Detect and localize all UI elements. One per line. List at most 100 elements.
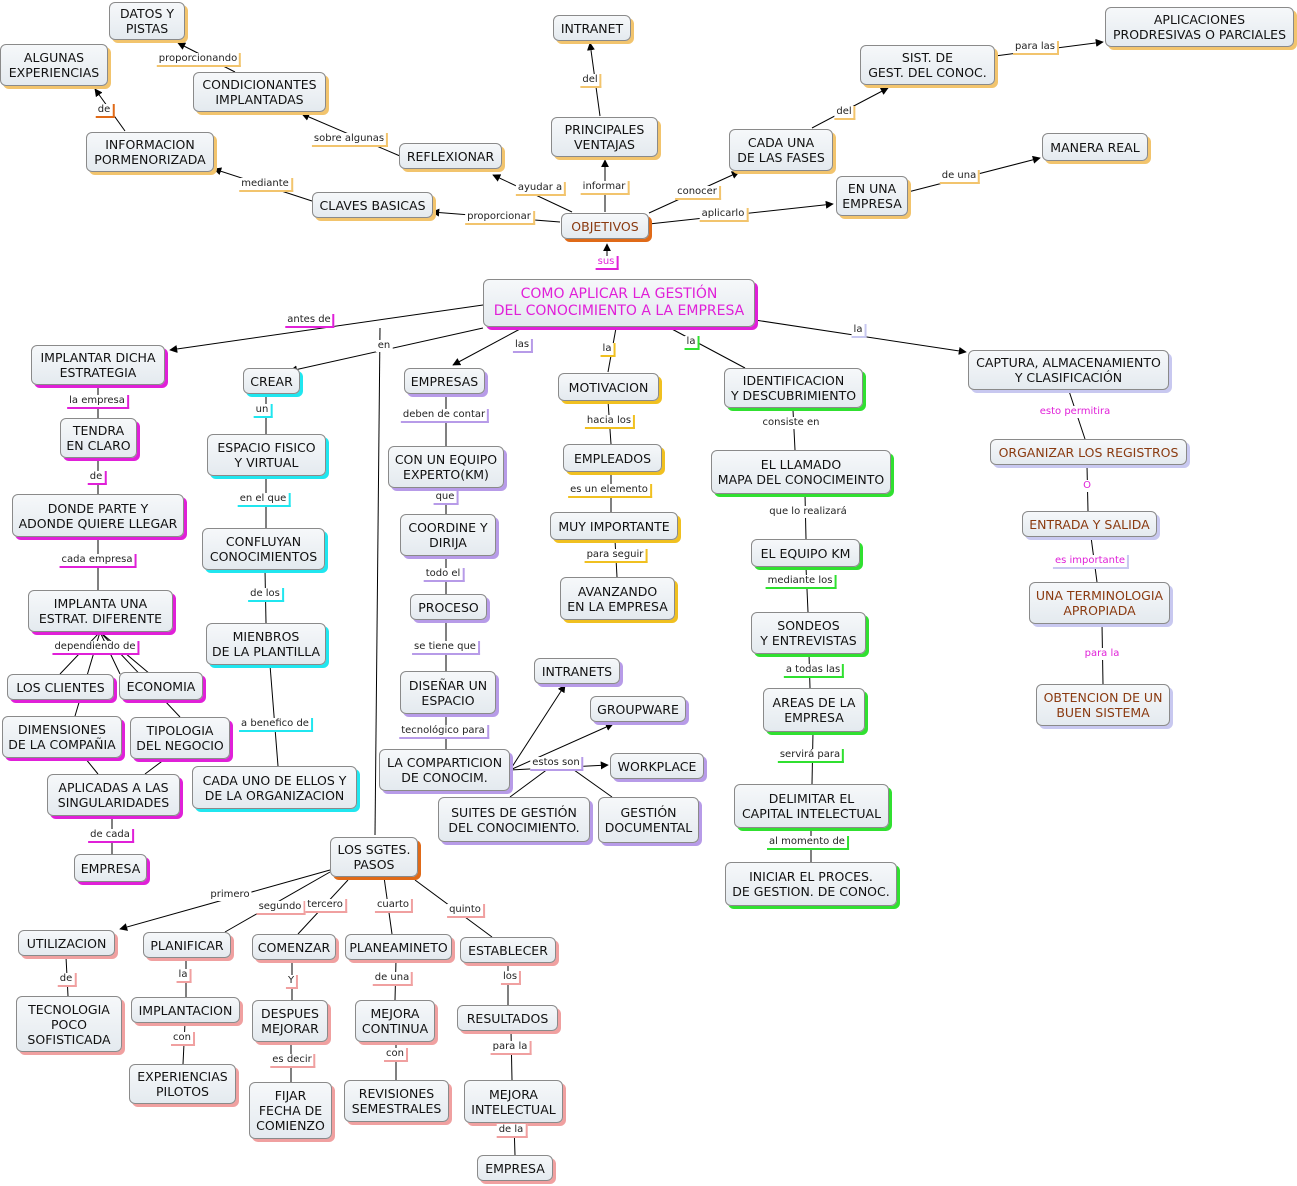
link-label: de la bbox=[496, 1124, 528, 1138]
connector-line bbox=[805, 566, 809, 613]
connector-line bbox=[669, 327, 746, 369]
concept-node[interactable]: INFORMACION PORMENORIZADA bbox=[86, 132, 214, 172]
concept-node[interactable]: EMPRESA bbox=[477, 1155, 553, 1181]
concept-node[interactable]: EMPRESA bbox=[74, 854, 147, 882]
link-label: a benefico de bbox=[239, 718, 313, 732]
concept-node[interactable]: INICIAR EL PROCES. DE GESTION. DE CONOC. bbox=[725, 862, 897, 906]
concept-node[interactable]: CADA UNA DE LAS FASES bbox=[729, 129, 833, 171]
concept-node[interactable]: REFLEXIONAR bbox=[399, 143, 502, 169]
link-label: aplicarlo bbox=[699, 208, 749, 222]
concept-node[interactable]: IMPLANTAR DICHA ESTRATEGIA bbox=[31, 345, 165, 385]
concept-node[interactable]: APLICADAS A LAS SINGULARIDADES bbox=[47, 774, 180, 816]
link-label: de bbox=[95, 104, 115, 118]
concept-node[interactable]: COMENZAR bbox=[252, 934, 336, 960]
concept-node[interactable]: CON UN EQUIPO EXPERTO(KM) bbox=[388, 446, 504, 488]
concept-node[interactable]: ALGUNAS EXPERIENCIAS bbox=[0, 44, 108, 86]
concept-node[interactable]: DATOS Y PISTAS bbox=[109, 2, 185, 40]
concept-node[interactable]: RESULTADOS bbox=[457, 1005, 558, 1031]
connector-line bbox=[452, 328, 521, 366]
concept-node[interactable]: PLANIFICAR bbox=[143, 932, 231, 958]
concept-node[interactable]: MANERA REAL bbox=[1042, 133, 1148, 161]
concept-node[interactable]: MUY IMPORTANTE bbox=[550, 512, 678, 540]
concept-node[interactable]: MEJORA CONTINUA bbox=[355, 1000, 435, 1042]
concept-node[interactable]: TENDRA EN CLARO bbox=[60, 418, 137, 458]
link-label: estos son bbox=[530, 757, 584, 771]
concept-node[interactable]: CADA UNO DE ELLOS Y DE LA ORGANIZACION bbox=[192, 766, 357, 809]
link-label: del bbox=[834, 106, 856, 120]
concept-node[interactable]: COMO APLICAR LA GESTIÓN DEL CONOCIMIENTO… bbox=[483, 279, 755, 327]
concept-node[interactable]: LOS CLIENTES bbox=[7, 674, 114, 700]
link-label: la bbox=[600, 343, 616, 357]
concept-node[interactable]: IMPLANTACION bbox=[131, 997, 240, 1023]
concept-node[interactable]: DISEÑAR UN ESPACIO bbox=[400, 671, 496, 714]
concept-node[interactable]: SUITES DE GESTIÓN DEL CONOCIMIENTO. bbox=[438, 797, 590, 842]
concept-node[interactable]: DONDE PARTE Y ADONDE QUIERE LLEGAR bbox=[12, 494, 184, 537]
concept-node[interactable]: IDENTIFICACION Y DESCUBRIMIENTO bbox=[724, 368, 863, 408]
concept-node[interactable]: ESTABLECER bbox=[460, 937, 556, 963]
link-label: segundo bbox=[256, 901, 306, 915]
link-label: de una bbox=[939, 170, 981, 184]
concept-node[interactable]: PLANEAMINETO bbox=[345, 934, 452, 960]
link-label: ayudar a bbox=[515, 182, 567, 196]
concept-node[interactable]: EL LLAMADO MAPA DEL CONOCIMEINTO bbox=[711, 450, 891, 494]
connector-line bbox=[144, 758, 166, 775]
concept-node[interactable]: IMPLANTA UNA ESTRAT. DIFERENTE bbox=[28, 590, 173, 632]
concept-node[interactable]: ENTRADA Y SALIDA bbox=[1022, 511, 1157, 537]
concept-node[interactable]: AVANZANDO EN LA EMPRESA bbox=[560, 577, 675, 620]
concept-node[interactable]: MIENBROS DE LA PLANTILLA bbox=[206, 623, 326, 665]
concept-node[interactable]: OBTENCION DE UN BUEN SISTEMA bbox=[1036, 684, 1170, 726]
concept-node[interactable]: GROUPWARE bbox=[590, 696, 686, 722]
link-label: de una bbox=[372, 972, 414, 986]
concept-node[interactable]: ORGANIZAR LOS REGISTROS bbox=[990, 439, 1187, 465]
concept-node[interactable]: INTRANETS bbox=[534, 658, 620, 684]
link-label: consiste en bbox=[760, 417, 822, 429]
concept-node[interactable]: CONFLUYAN CONOCIMIENTOS bbox=[202, 528, 325, 570]
concept-node[interactable]: EMPRESAS bbox=[404, 368, 485, 394]
link-label: sobre algunas bbox=[311, 133, 389, 147]
concept-node[interactable]: UTILIZACION bbox=[18, 930, 115, 956]
concept-node[interactable]: MEJORA INTELECTUAL bbox=[464, 1080, 563, 1123]
link-label: informar bbox=[580, 181, 630, 195]
concept-node[interactable]: APLICACIONES PRODRESIVAS O PARCIALES bbox=[1105, 7, 1294, 47]
concept-node[interactable]: FIJAR FECHA DE COMIENZO bbox=[249, 1082, 332, 1139]
connector-line bbox=[509, 723, 614, 771]
link-label: cada empresa bbox=[59, 554, 137, 568]
concept-node[interactable]: ESPACIO FISICO Y VIRTUAL bbox=[207, 434, 326, 476]
connector-line bbox=[509, 684, 566, 771]
concept-node[interactable]: DELIMITAR EL CAPITAL INTELECTUAL bbox=[734, 784, 889, 828]
link-label: de bbox=[87, 471, 107, 485]
concept-node[interactable]: MOTIVACION bbox=[558, 373, 659, 401]
concept-node[interactable]: CLAVES BASICAS bbox=[312, 192, 433, 218]
concept-node[interactable]: COORDINE Y DIRIJA bbox=[400, 514, 496, 556]
concept-node[interactable]: ECONOMIA bbox=[119, 672, 203, 700]
concept-node[interactable]: EXPERIENCIAS PILOTOS bbox=[129, 1064, 236, 1104]
concept-node[interactable]: EN UNA EMPRESA bbox=[836, 176, 908, 216]
concept-node[interactable]: PROCESO bbox=[410, 594, 487, 620]
concept-node[interactable]: CAPTURA, ALMACENAMIENTO Y CLASIFICACIÓN bbox=[968, 350, 1169, 390]
concept-node[interactable]: DESPUES MEJORAR bbox=[252, 1000, 328, 1042]
concept-node[interactable]: LA COMPARTICION DE CONOCIM. bbox=[379, 749, 510, 791]
concept-node[interactable]: SONDEOS Y ENTREVISTAS bbox=[751, 612, 866, 654]
link-label: proporcionar bbox=[465, 211, 535, 225]
concept-node[interactable]: PRINCIPALES VENTAJAS bbox=[551, 117, 658, 157]
concept-node[interactable]: CREAR bbox=[243, 368, 300, 394]
concept-node[interactable]: AREAS DE LA EMPRESA bbox=[763, 688, 865, 732]
concept-node[interactable]: INTRANET bbox=[553, 15, 631, 41]
concept-node[interactable]: DIMENSIONES DE LA COMPAÑIA bbox=[2, 716, 122, 758]
concept-node[interactable]: OBJETIVOS bbox=[561, 213, 649, 239]
concept-node[interactable]: EMPLEADOS bbox=[563, 444, 662, 472]
concept-node[interactable]: TIPOLOGIA DEL NEGOCIO bbox=[130, 717, 230, 759]
concept-node[interactable]: EL EQUIPO KM bbox=[751, 539, 860, 567]
concept-node[interactable]: UNA TERMINOLOGIA APROPIADA bbox=[1029, 582, 1170, 624]
concept-node[interactable]: WORKPLACE bbox=[610, 753, 704, 779]
link-label: Y bbox=[285, 975, 299, 989]
concept-node[interactable]: REVISIONES SEMESTRALES bbox=[344, 1080, 449, 1122]
concept-node[interactable]: CONDICIONANTES IMPLANTADAS bbox=[193, 72, 326, 112]
concept-node[interactable]: LOS SGTES. PASOS bbox=[330, 837, 418, 877]
concept-node[interactable]: TECNOLOGIA POCO SOFISTICADA bbox=[16, 996, 122, 1052]
link-label: de los bbox=[248, 588, 284, 602]
concept-node[interactable]: GESTIÓN DOCUMENTAL bbox=[598, 797, 699, 843]
link-label: para la bbox=[1082, 648, 1122, 660]
connector-line bbox=[374, 327, 381, 836]
concept-node[interactable]: SIST. DE GEST. DEL CONOC. bbox=[860, 45, 995, 85]
